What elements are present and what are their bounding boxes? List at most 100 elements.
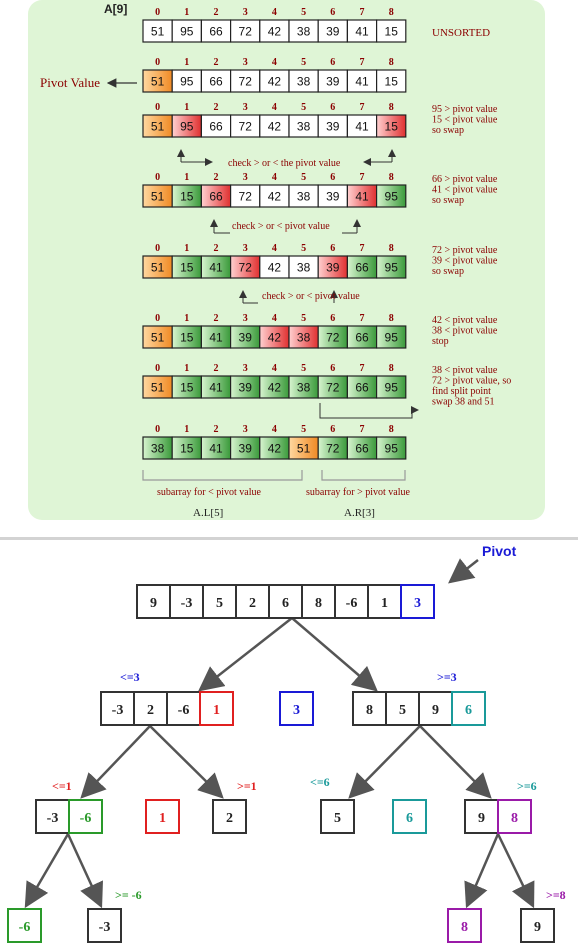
cell-value: 66 xyxy=(209,75,223,89)
l1-left-cell-value: 1 xyxy=(213,703,220,718)
index-label: 3 xyxy=(243,424,248,435)
cell-value: 15 xyxy=(180,261,194,275)
array-cell xyxy=(376,375,407,399)
l1-left-cell-box xyxy=(133,691,168,726)
index-label: 4 xyxy=(272,102,277,113)
root-cell-value: 8 xyxy=(315,596,322,611)
index-label: 8 xyxy=(389,363,394,374)
array-cell xyxy=(376,255,407,279)
check-arrows: check > or < the pivot value check > or … xyxy=(177,149,396,304)
cell-value: 72 xyxy=(326,381,340,395)
step-note: 66 > pivot value xyxy=(432,174,498,185)
right-subarray-bracket xyxy=(321,470,406,481)
cell-value: 72 xyxy=(239,261,253,275)
index-label: 3 xyxy=(243,172,248,183)
ge-minus6-label: >= -6 xyxy=(115,888,142,902)
root-cell-value: 2 xyxy=(249,596,256,611)
array-name: A[9] xyxy=(104,2,127,16)
step-note: swap 38 and 51 xyxy=(432,397,495,408)
root-cell-value: -6 xyxy=(346,596,358,611)
l2-f-right-arrow xyxy=(496,833,535,909)
index-label: 6 xyxy=(330,7,335,18)
l1-left-cell-value: 2 xyxy=(147,703,154,718)
l1-left-cell-box xyxy=(166,691,201,726)
step-note: 15 < pivot value xyxy=(432,115,498,126)
root-cell-box xyxy=(301,584,336,619)
l1-left-cell-box xyxy=(199,691,234,726)
cell-value: 42 xyxy=(268,381,282,395)
index-label: 0 xyxy=(155,243,160,254)
index-label: 2 xyxy=(214,57,219,68)
ge3-label: >=3 xyxy=(437,670,457,684)
le1-label: <=1 xyxy=(52,779,72,793)
l1-right-cell-box xyxy=(451,691,486,726)
r1-left-arrow xyxy=(348,725,421,799)
cell-value: 41 xyxy=(355,190,369,204)
index-label: 6 xyxy=(330,363,335,374)
index-label: 5 xyxy=(301,424,306,435)
index-label: 7 xyxy=(360,363,365,374)
l3-a-value: -6 xyxy=(19,920,31,935)
cell-value: 51 xyxy=(151,261,165,275)
l3-b-box xyxy=(87,908,122,943)
index-label: 7 xyxy=(360,7,365,18)
l2-b-box xyxy=(145,799,180,834)
cell-value: 15 xyxy=(180,442,194,456)
cell-value: 41 xyxy=(355,75,369,89)
cell-value: 51 xyxy=(297,442,311,456)
cell-value: 66 xyxy=(355,381,369,395)
cell-value: 38 xyxy=(151,442,165,456)
index-label: 4 xyxy=(272,424,277,435)
index-label: 5 xyxy=(301,363,306,374)
l1-right-cell-value: 5 xyxy=(399,703,406,718)
cell-value: 38 xyxy=(297,25,311,39)
index-label: 5 xyxy=(301,313,306,324)
index-label: 7 xyxy=(360,172,365,183)
root-cell-box xyxy=(136,584,171,619)
index-label: 4 xyxy=(272,57,277,68)
index-label: 6 xyxy=(330,172,335,183)
array-cell xyxy=(376,19,407,43)
le6-label: <=6 xyxy=(310,775,330,789)
index-label: 4 xyxy=(272,363,277,374)
array-cell xyxy=(376,325,407,349)
index-label: 7 xyxy=(360,243,365,254)
array-cell xyxy=(376,184,407,208)
root-cell-value: 9 xyxy=(150,596,157,611)
le3-label: <=3 xyxy=(120,670,140,684)
index-label: 2 xyxy=(214,313,219,324)
left-subarray-label: subarray for < pivot value xyxy=(157,487,262,498)
index-label: 1 xyxy=(184,313,189,324)
step-note: 41 < pivot value xyxy=(432,185,498,196)
index-label: 7 xyxy=(360,57,365,68)
cell-value: 15 xyxy=(180,190,194,204)
index-label: 0 xyxy=(155,102,160,113)
root-cell-value: -3 xyxy=(181,596,193,611)
step-note: stop xyxy=(432,336,449,347)
step-note: 95 > pivot value xyxy=(432,104,498,115)
index-label: 8 xyxy=(389,313,394,324)
root-cell-box xyxy=(334,584,369,619)
index-label: 6 xyxy=(330,243,335,254)
index-label: 6 xyxy=(330,313,335,324)
cell-value: 39 xyxy=(326,25,340,39)
index-label: 5 xyxy=(301,102,306,113)
cell-value: 66 xyxy=(209,120,223,134)
l2-f-cell-box xyxy=(497,799,532,834)
index-label: 2 xyxy=(214,102,219,113)
index-label: 2 xyxy=(214,424,219,435)
index-label: 7 xyxy=(360,102,365,113)
index-label: 0 xyxy=(155,424,160,435)
index-label: 8 xyxy=(389,424,394,435)
l2-a-cell-value: -6 xyxy=(80,811,92,826)
cell-value: 38 xyxy=(297,381,311,395)
index-label: 0 xyxy=(155,57,160,68)
index-label: 1 xyxy=(184,102,189,113)
root-cell-box xyxy=(400,584,435,619)
l3-d-box xyxy=(520,908,555,943)
l2-b-value: 1 xyxy=(159,811,166,826)
index-label: 4 xyxy=(272,243,277,254)
index-label: 3 xyxy=(243,313,248,324)
